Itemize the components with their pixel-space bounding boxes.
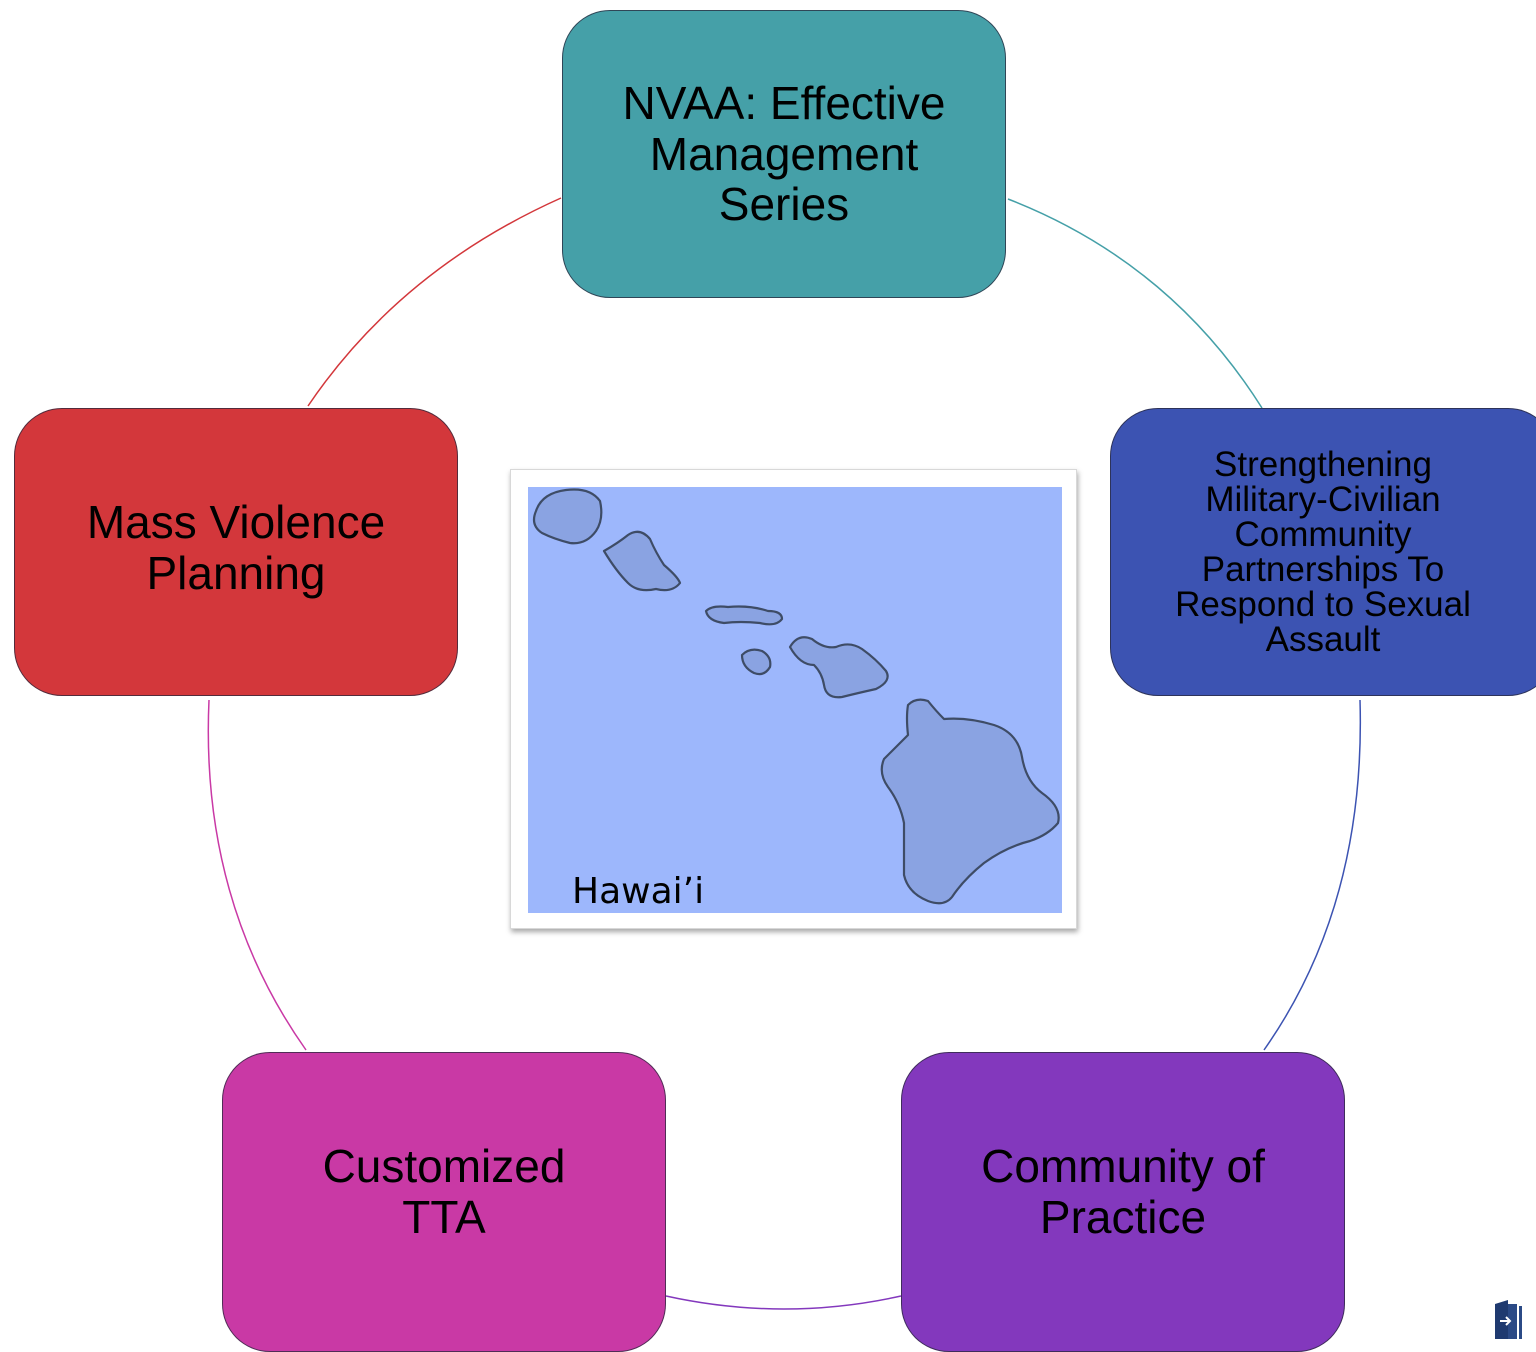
island-molokai: [704, 605, 784, 626]
connector-right-to-br: [1263, 699, 1362, 1051]
node-mass-violence-planning: Mass Violence Planning: [14, 408, 458, 696]
node-line: Practice: [1039, 1190, 1207, 1243]
node-text: Customized TTA: [323, 1141, 566, 1242]
node-line: Military-Civilian: [1205, 480, 1441, 519]
node-line: Series: [718, 178, 850, 231]
island-lanai: [740, 648, 772, 676]
node-line: Strengthening: [1214, 445, 1432, 484]
node-line: Respond to Sexual: [1175, 585, 1471, 624]
island-oahu: [602, 530, 682, 592]
node-text: Mass Violence Planning: [87, 497, 385, 598]
node-line: Customized: [322, 1140, 566, 1192]
connector-bl-to-left: [207, 699, 307, 1051]
node-line: Partnerships To: [1201, 550, 1445, 589]
hawaii-islands: [532, 488, 1060, 905]
connector-top-to-right: [1007, 198, 1263, 409]
exit-door-icon[interactable]: [1492, 1300, 1536, 1339]
node-line: TTA: [402, 1190, 486, 1243]
node-military-civilian-partnerships: Strengthening Military-Civilian Communit…: [1110, 408, 1536, 696]
node-line: Management: [649, 127, 919, 180]
node-line: Mass Violence: [86, 496, 386, 548]
hawaii-map-frame: Hawai’i: [510, 469, 1077, 929]
node-text: NVAA: Effective Management Series: [623, 78, 946, 230]
node-effective-management-series: NVAA: Effective Management Series: [562, 10, 1006, 298]
island-maui: [788, 636, 889, 699]
node-customized-tta: Customized TTA: [222, 1052, 666, 1352]
connector-br-to-bl: [665, 1295, 902, 1310]
node-line: Planning: [146, 546, 326, 599]
node-line: Assault: [1265, 620, 1381, 659]
island-hawaii: [880, 698, 1060, 905]
node-text: Strengthening Military-Civilian Communit…: [1175, 447, 1471, 657]
node-community-of-practice: Community of Practice: [901, 1052, 1345, 1352]
node-line: Community: [1234, 515, 1412, 554]
node-line: NVAA: Effective: [622, 77, 946, 130]
hawaii-map: Hawai’i: [528, 487, 1062, 913]
connector-left-to-top: [307, 197, 562, 407]
map-label: Hawai’i: [572, 871, 705, 912]
node-line: Community of: [981, 1140, 1265, 1192]
node-text: Community of Practice: [981, 1141, 1265, 1242]
island-kauai: [532, 488, 603, 545]
